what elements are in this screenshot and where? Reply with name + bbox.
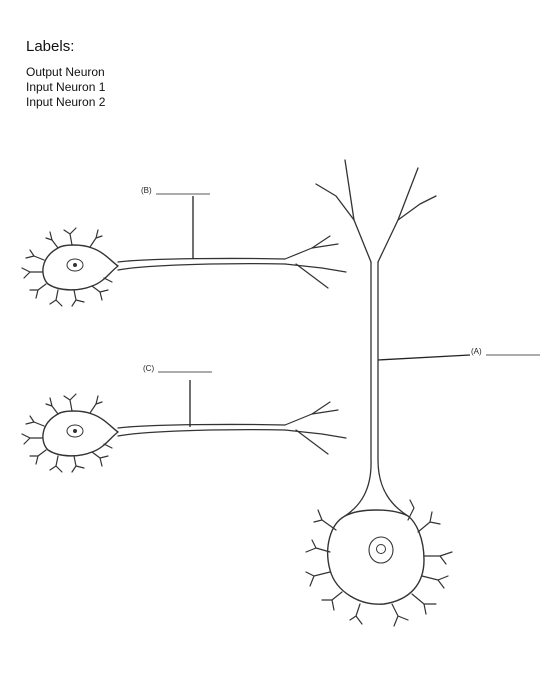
labels-heading: Labels:: [26, 38, 75, 55]
output-neuron-nucleolus: [376, 544, 386, 554]
input-neuron-bottom-terminals: [284, 401, 347, 455]
marker-c: (C): [143, 364, 154, 373]
label-input-neuron-2: Input Neuron 2: [26, 95, 106, 109]
label-output-neuron: Output Neuron: [26, 65, 105, 79]
input-neuron-top: [21, 227, 347, 307]
marker-b: (B): [141, 186, 152, 195]
input-neuron-bottom: [21, 393, 347, 473]
output-neuron-dendrites-top: [315, 159, 437, 263]
label-line-a: [377, 354, 540, 361]
input-neuron-top-terminals: [284, 235, 347, 289]
output-neuron-soma: [327, 509, 425, 605]
output-neuron-axon: [344, 261, 409, 517]
output-neuron: [305, 159, 453, 627]
input-neuron-bottom-nucleolus: [73, 429, 77, 433]
input-neuron-top-soma: [42, 244, 119, 291]
input-neuron-top-axon: [117, 257, 286, 271]
label-input-neuron-1: Input Neuron 1: [26, 80, 106, 94]
label-line-c: [158, 371, 212, 427]
input-neuron-bottom-dendrites: [21, 393, 113, 473]
input-neuron-top-nucleolus: [73, 263, 77, 267]
input-neuron-bottom-nucleus: [66, 424, 84, 438]
marker-a: (A): [471, 347, 482, 356]
input-neuron-bottom-soma: [42, 410, 119, 457]
label-line-b: [156, 193, 210, 259]
output-neuron-nucleus: [368, 536, 394, 564]
input-neuron-bottom-axon: [117, 423, 286, 437]
label-list: Output Neuron Input Neuron 1 Input Neuro…: [26, 65, 105, 110]
output-neuron-dendrites-bottom: [305, 499, 453, 627]
input-neuron-top-dendrites: [21, 227, 113, 307]
input-neuron-top-nucleus: [66, 258, 84, 272]
